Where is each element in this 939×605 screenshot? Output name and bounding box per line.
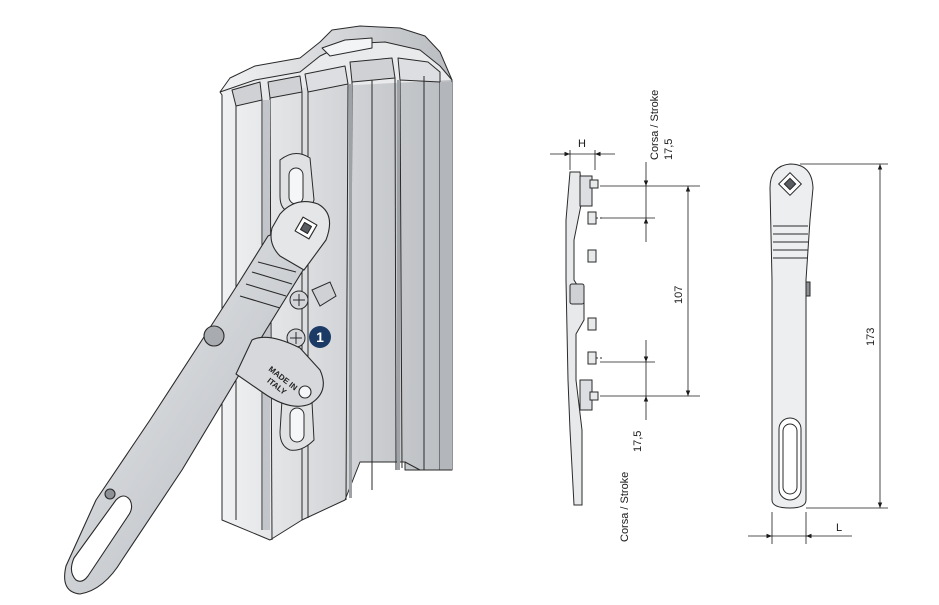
bottom-stroke-label: Corsa / Stroke <box>619 472 631 542</box>
callout-number: 1 <box>316 329 324 345</box>
center-distance-label: 107 <box>673 286 685 304</box>
brand-logo-icon <box>294 216 318 240</box>
brand-logo-icon <box>777 171 803 197</box>
top-stroke-value: 17,5 <box>663 139 675 160</box>
callout-marker: 1 <box>309 326 331 348</box>
side-dimensions <box>550 150 700 420</box>
front-handle <box>769 163 814 509</box>
mechanism-plate <box>279 153 337 451</box>
width-label-l: L <box>836 522 842 534</box>
front-labels: 173 L <box>836 328 877 534</box>
side-plate <box>565 171 604 506</box>
side-labels: H Corsa / Stroke 17,5 Corsa / Stroke 17,… <box>578 90 685 542</box>
top-stroke-label: Corsa / Stroke <box>649 90 661 160</box>
handle-lever <box>64 201 331 595</box>
width-label-h: H <box>578 138 586 150</box>
front-view: 173 L <box>748 163 888 544</box>
bottom-stroke-value: 17,5 <box>632 431 644 452</box>
height-label: 173 <box>865 328 877 346</box>
front-dimensions <box>748 163 888 544</box>
isometric-assembly-view: MADE IN ITALY 1 <box>64 25 453 595</box>
side-view: H Corsa / Stroke 17,5 Corsa / Stroke 17,… <box>550 90 700 542</box>
